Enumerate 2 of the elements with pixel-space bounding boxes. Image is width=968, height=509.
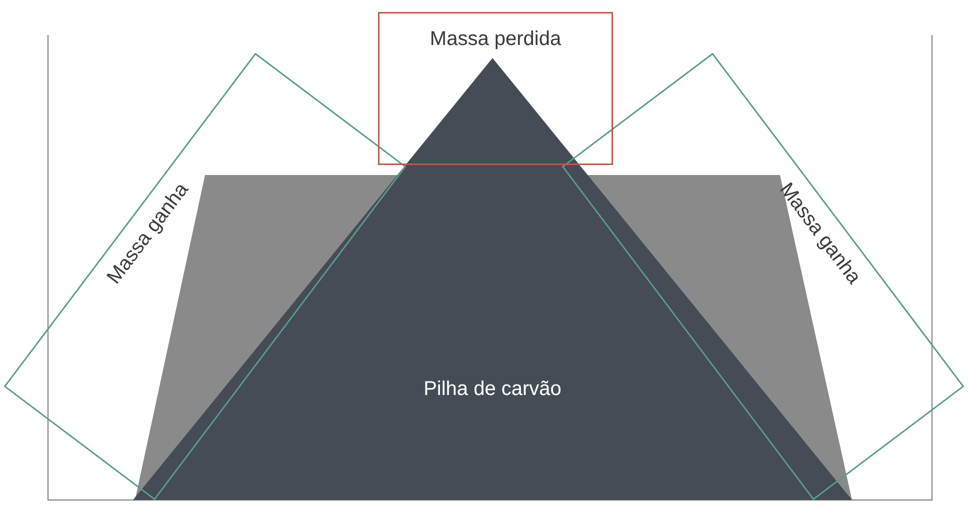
region-label: Massa perdida [430, 28, 562, 51]
stockpile-label: Pilha de carvão [424, 378, 562, 401]
